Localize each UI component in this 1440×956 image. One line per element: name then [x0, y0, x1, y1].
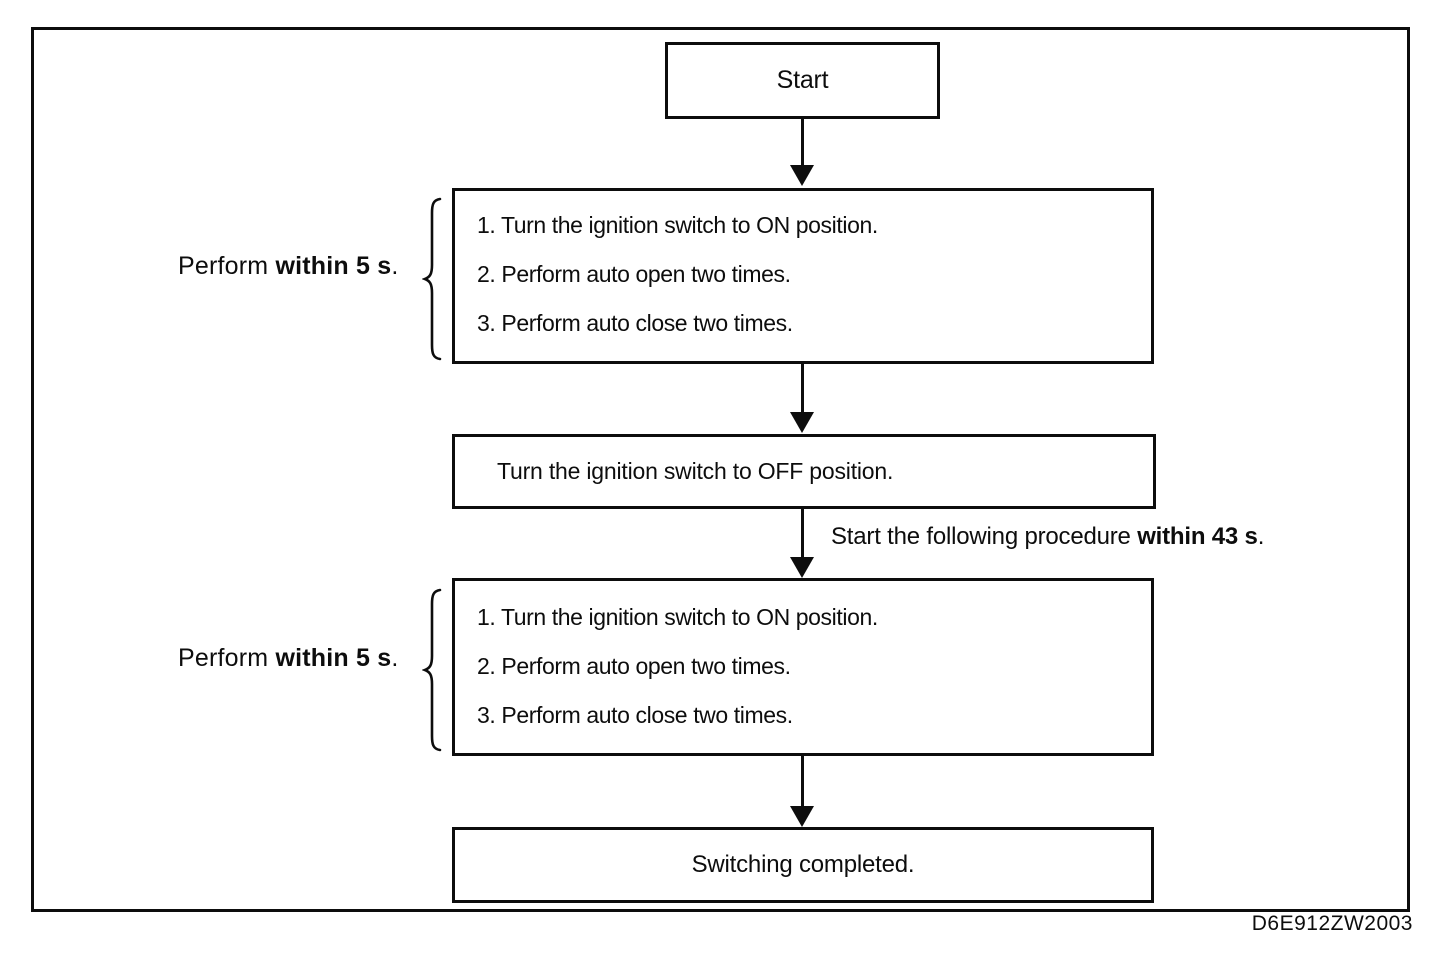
- arrow-shaft: [800, 755, 804, 806]
- arrow-down-icon: [789, 118, 815, 186]
- curly-brace-icon: [422, 197, 442, 361]
- phase1-timing-note-end: .: [391, 252, 399, 280]
- arrow-shaft: [800, 363, 804, 412]
- transition-timing-note: Start the following procedure within 43 …: [831, 523, 1264, 551]
- end-node: Switching completed.: [452, 827, 1154, 903]
- arrow-down-icon: [789, 363, 815, 433]
- phase1-timing-note-normal: Perform: [178, 252, 276, 280]
- phase2-step-2: 2. Perform auto open two times.: [477, 653, 791, 679]
- arrow-down-icon: [789, 755, 815, 827]
- start-node: Start: [665, 42, 940, 119]
- phase1-timing-note-bold: within 5 s: [275, 252, 392, 280]
- arrowhead-icon: [790, 806, 814, 827]
- curly-brace-icon: [422, 588, 442, 752]
- ignition-off-label: Turn the ignition switch to OFF position…: [497, 458, 894, 484]
- phase1-step-3: 3. Perform auto close two times.: [477, 310, 793, 336]
- phase1-timing-note: Perform within 5 s.: [178, 252, 399, 281]
- arrow-down-icon: [789, 508, 815, 578]
- arrowhead-icon: [790, 557, 814, 578]
- phase2-timing-note-normal: Perform: [178, 644, 276, 672]
- figure-code: D6E912ZW2003: [1251, 912, 1413, 935]
- end-node-label: Switching completed.: [691, 851, 915, 878]
- phase2-timing-note-end: .: [391, 644, 399, 672]
- phase1-step-2: 2. Perform auto open two times.: [477, 261, 791, 287]
- ignition-off-node: Turn the ignition switch to OFF position…: [452, 434, 1156, 509]
- transition-note-end: .: [1257, 523, 1265, 550]
- phase1-step-1: 1. Turn the ignition switch to ON positi…: [477, 212, 878, 238]
- arrowhead-icon: [790, 165, 814, 186]
- phase2-step-1: 1. Turn the ignition switch to ON positi…: [477, 604, 878, 630]
- phase2-timing-note: Perform within 5 s.: [178, 644, 399, 673]
- arrow-shaft: [800, 508, 804, 557]
- phase1-steps-node: 1. Turn the ignition switch to ON positi…: [452, 188, 1154, 364]
- start-node-label: Start: [776, 66, 829, 94]
- transition-note-normal: Start the following procedure: [831, 523, 1138, 550]
- transition-note-bold: within 43 s: [1137, 523, 1258, 550]
- phase2-steps-node: 1. Turn the ignition switch to ON positi…: [452, 578, 1154, 756]
- phase2-step-3: 3. Perform auto close two times.: [477, 702, 793, 728]
- arrow-shaft: [800, 118, 804, 165]
- phase2-timing-note-bold: within 5 s: [275, 644, 392, 672]
- arrowhead-icon: [790, 412, 814, 433]
